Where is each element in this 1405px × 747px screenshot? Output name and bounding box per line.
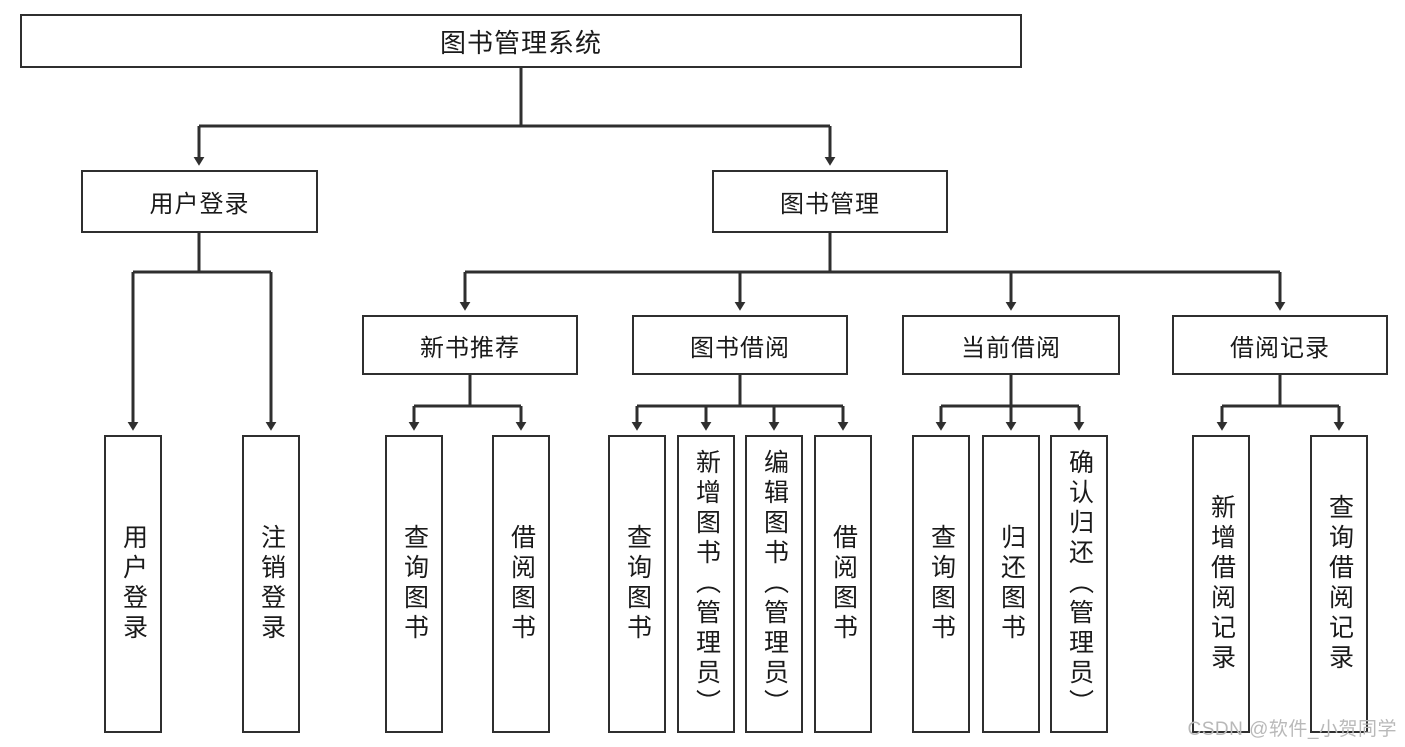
node-label: 编辑图书（管理员） — [760, 449, 789, 719]
node-user-login[interactable]: 用户登录 — [81, 170, 318, 233]
watermark-text: CSDN @软件_小贺同学 — [1187, 719, 1397, 740]
node-label: 查询借阅记录 — [1325, 494, 1354, 674]
node-label: 图书管理系统 — [439, 27, 602, 58]
node-label: 归还图书 — [997, 524, 1026, 644]
leaf-logout[interactable]: 注销登录 — [242, 435, 300, 733]
leaf-query-book-current[interactable]: 查询图书 — [912, 435, 970, 733]
leaf-add-book-admin[interactable]: 新增图书（管理员） — [677, 435, 735, 733]
node-label: 图书管理 — [780, 191, 880, 218]
node-label: 新增借阅记录 — [1207, 494, 1236, 674]
leaf-edit-book-admin[interactable]: 编辑图书（管理员） — [745, 435, 803, 733]
node-label: 注销登录 — [257, 524, 286, 644]
node-label: 确认归还（管理员） — [1065, 449, 1094, 719]
leaf-query-borrow-record[interactable]: 查询借阅记录 — [1310, 435, 1368, 733]
node-book-management[interactable]: 图书管理 — [712, 170, 948, 233]
node-root-system[interactable]: 图书管理系统 — [20, 14, 1022, 68]
node-book-borrow[interactable]: 图书借阅 — [632, 315, 848, 375]
node-label: 借阅图书 — [829, 524, 858, 644]
leaf-add-borrow-record[interactable]: 新增借阅记录 — [1192, 435, 1250, 733]
leaf-borrow-book-recommend[interactable]: 借阅图书 — [492, 435, 550, 733]
leaf-borrow-book[interactable]: 借阅图书 — [814, 435, 872, 733]
node-label: 图书借阅 — [690, 334, 790, 362]
node-current-borrow[interactable]: 当前借阅 — [902, 315, 1120, 375]
node-borrow-record[interactable]: 借阅记录 — [1172, 315, 1388, 375]
node-label: 借阅记录 — [1230, 334, 1330, 362]
node-label: 查询图书 — [400, 524, 429, 644]
node-new-book-recommend[interactable]: 新书推荐 — [362, 315, 578, 375]
leaf-user-login[interactable]: 用户登录 — [104, 435, 162, 733]
node-label: 借阅图书 — [507, 524, 536, 644]
node-label: 查询图书 — [927, 524, 956, 644]
node-label: 查询图书 — [623, 524, 652, 644]
leaf-confirm-return-admin[interactable]: 确认归还（管理员） — [1050, 435, 1108, 733]
node-label: 新增图书（管理员） — [692, 449, 721, 719]
node-label: 新书推荐 — [420, 334, 520, 362]
leaf-query-book-recommend[interactable]: 查询图书 — [385, 435, 443, 733]
node-label: 用户登录 — [119, 524, 148, 644]
leaf-query-book-borrow[interactable]: 查询图书 — [608, 435, 666, 733]
node-label: 当前借阅 — [961, 334, 1061, 362]
leaf-return-book[interactable]: 归还图书 — [982, 435, 1040, 733]
node-label: 用户登录 — [149, 191, 250, 218]
